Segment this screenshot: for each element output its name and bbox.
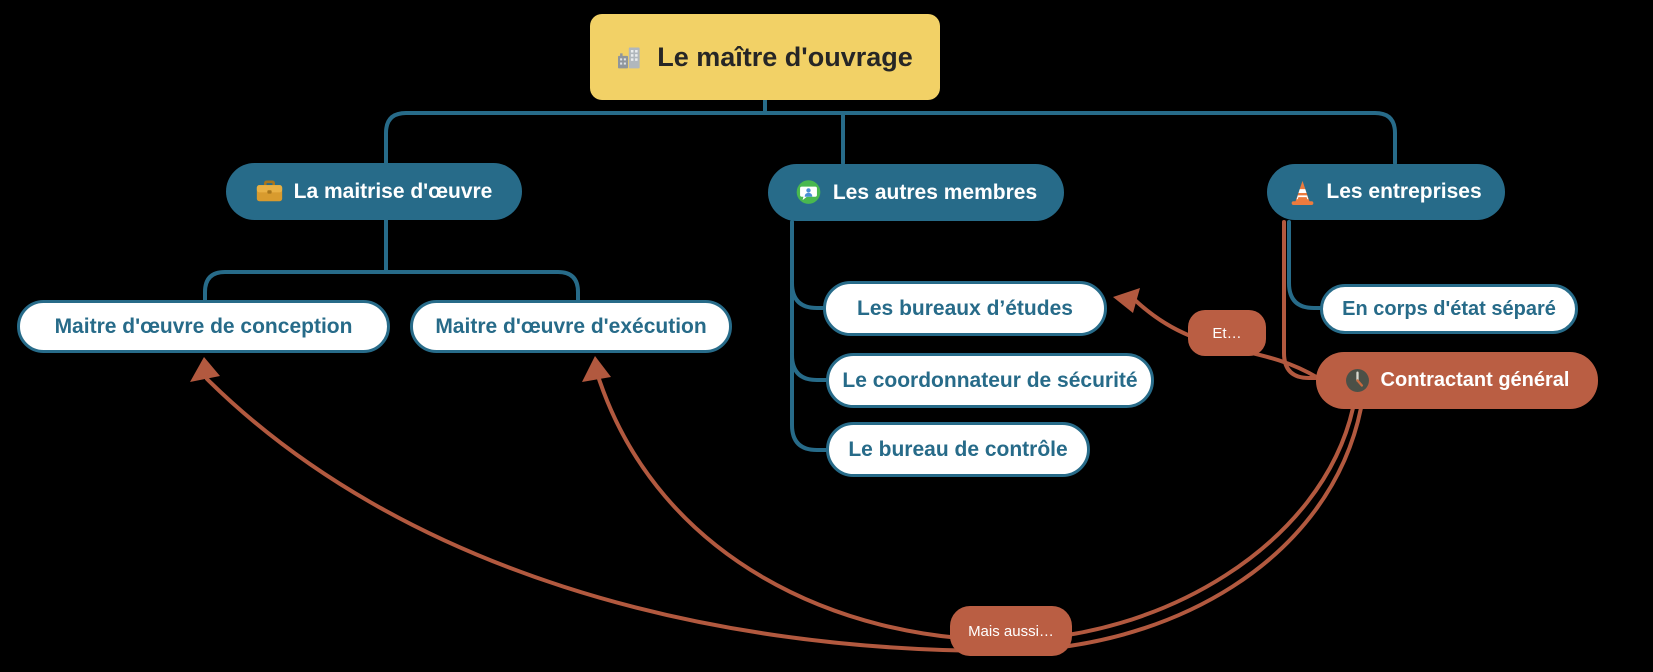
node-child-corps-etat-separe[interactable]: En corps d'état séparé bbox=[1320, 284, 1578, 334]
relation-maisaussi-curve-1 bbox=[205, 377, 1363, 654]
node-branch-label: Les autres membres bbox=[832, 180, 1038, 204]
node-child-contractant-general[interactable]: Contractant général bbox=[1316, 352, 1598, 409]
briefcase-icon bbox=[256, 180, 283, 203]
node-child-label: Contractant général bbox=[1380, 369, 1570, 391]
speech-bubble-person-icon bbox=[795, 179, 822, 206]
relation-label-text: Et… bbox=[1212, 324, 1242, 342]
node-branch-autres-membres[interactable]: Les autres membres bbox=[768, 164, 1064, 221]
relation-label-text: Mais aussi… bbox=[968, 622, 1054, 640]
connector-b1-bus bbox=[203, 270, 580, 302]
arrowhead-execution bbox=[582, 356, 611, 382]
connector-b2-elbow2 bbox=[790, 353, 828, 382]
relation-maisaussi-curve-2 bbox=[597, 377, 1355, 643]
connector-top-bus bbox=[384, 111, 1397, 165]
arrowhead-conception bbox=[190, 357, 220, 382]
node-child-execution[interactable]: Maitre d'œuvre d'exécution bbox=[410, 300, 732, 353]
connector-b3-orange-elbow bbox=[1282, 220, 1318, 380]
clock-icon bbox=[1345, 368, 1370, 393]
node-branch-label: Les entreprises bbox=[1326, 180, 1482, 203]
node-child-label: Le coordonnateur de sécurité bbox=[842, 368, 1138, 392]
node-child-label: En corps d'état séparé bbox=[1342, 297, 1556, 320]
node-child-label: Le bureau de contrôle bbox=[848, 437, 1068, 461]
arrowhead-et bbox=[1113, 288, 1140, 313]
node-child-coordonnateur[interactable]: Le coordonnateur de sécurité bbox=[826, 353, 1154, 408]
node-branch-maitrise-oeuvre[interactable]: La maitrise d'œuvre bbox=[226, 163, 522, 220]
building-icon bbox=[617, 45, 644, 70]
traffic-cone-icon bbox=[1290, 179, 1315, 206]
connector-b2-elbow1 bbox=[790, 281, 825, 310]
node-child-label: Maitre d'œuvre d'exécution bbox=[435, 314, 707, 338]
node-root[interactable]: Le maître d'ouvrage bbox=[590, 14, 940, 100]
node-root-label: Le maître d'ouvrage bbox=[657, 41, 913, 72]
node-child-bureaux-etudes[interactable]: Les bureaux d’études bbox=[823, 281, 1107, 336]
node-child-label: Maitre d'œuvre de conception bbox=[54, 314, 353, 338]
connector-b2-trunk bbox=[790, 220, 828, 452]
node-child-label: Les bureaux d’études bbox=[857, 296, 1073, 320]
node-branch-entreprises[interactable]: Les entreprises bbox=[1267, 164, 1505, 220]
connector-b3-elbow bbox=[1287, 220, 1322, 310]
relation-label-et[interactable]: Et… bbox=[1188, 310, 1266, 356]
node-child-bureau-controle[interactable]: Le bureau de contrôle bbox=[826, 422, 1090, 477]
node-branch-label: La maitrise d'œuvre bbox=[293, 179, 493, 203]
node-child-conception[interactable]: Maitre d'œuvre de conception bbox=[17, 300, 390, 353]
relation-label-mais-aussi[interactable]: Mais aussi… bbox=[950, 606, 1072, 656]
